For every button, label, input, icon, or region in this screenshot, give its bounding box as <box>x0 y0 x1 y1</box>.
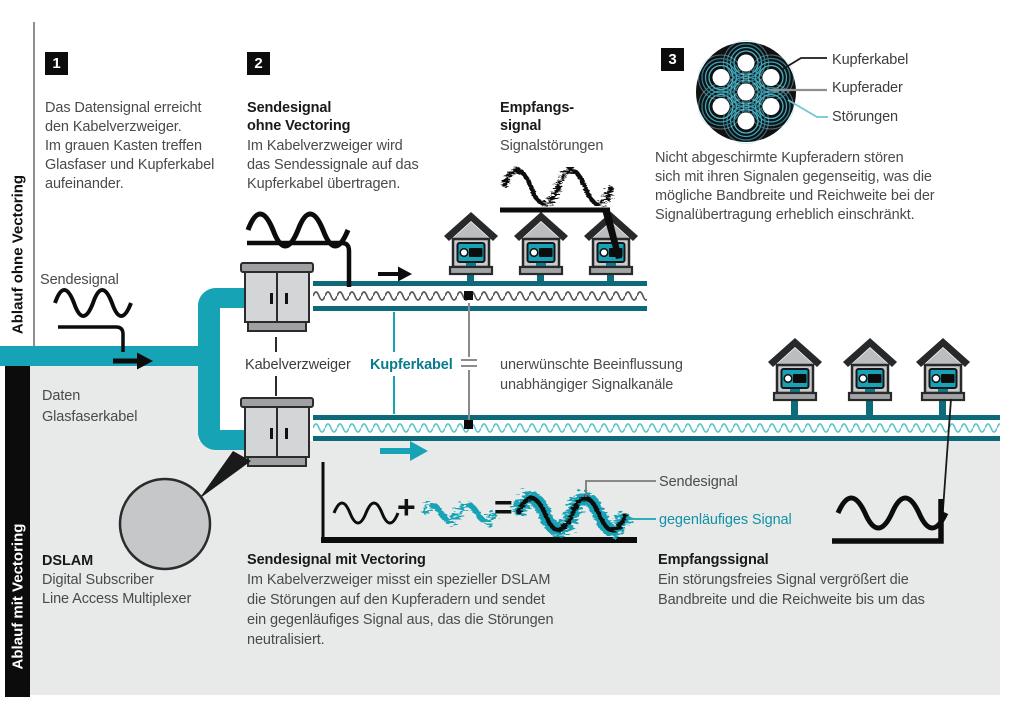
step-badge-1: 1 <box>45 52 68 75</box>
house-bottom-2 <box>842 336 898 420</box>
label-sendesignal-left: Sendesignal <box>40 272 119 288</box>
fiber-pipe-feed <box>0 346 206 366</box>
label-kupferkabel-mid: Kupferkabel <box>370 357 453 373</box>
vectoring-send-text: Im Kabelverzweiger misst ein spezieller … <box>247 572 554 648</box>
label-sendesignal-formula: Sendesignal <box>659 474 738 490</box>
vectoring-send-title: Sendesignal mit Vectoring <box>247 552 426 568</box>
dslam-text: Digital Subscriber Line Access Multiplex… <box>42 572 192 607</box>
cabinet-doors <box>244 408 310 458</box>
cabinet-base <box>247 458 307 467</box>
kabelverzweiger-cabinet-top <box>240 262 314 332</box>
stoerungen-callout-line <box>787 99 828 118</box>
fiber-pipe-split <box>198 288 246 450</box>
step-badge-3: 3 <box>661 48 684 71</box>
label-kabelverzweiger: Kabelverzweiger <box>245 357 351 373</box>
house-bottom-1 <box>767 336 823 420</box>
wire-cores <box>712 54 780 130</box>
copper-cable-ohne-vectoring <box>313 281 647 311</box>
house-bottom-3 <box>915 336 971 420</box>
step2-title: Sendesignal ohne Vectoring <box>247 100 351 134</box>
kupferkabel-callout-line <box>782 57 827 70</box>
crosstalk-connector <box>461 303 477 425</box>
reception-title: Empfangs- signal <box>500 100 575 134</box>
kabelverzweiger-cabinet-bottom <box>240 397 314 467</box>
cabinet-doors <box>244 273 310 323</box>
arrow-right-black-on-cable <box>378 266 412 282</box>
step1-text: Das Datensignal erreicht den Kabelverzwe… <box>45 100 215 192</box>
formula-plus-sign: + <box>397 489 416 525</box>
label-stoerungen-xsec: Störungen <box>832 109 899 125</box>
label-daten-glasfaser: Daten Glasfaserkabel <box>42 388 138 425</box>
wire-rings <box>698 40 794 144</box>
sendesignal-wave-small <box>53 288 133 352</box>
dslam-title: DSLAM <box>42 553 94 569</box>
label-kupferkabel-xsec: Kupferkabel <box>832 52 909 68</box>
label-kupferader-xsec: Kupferader <box>832 80 903 96</box>
cabinet-cap <box>240 397 314 408</box>
cable-cross-section <box>696 40 828 144</box>
left-divider-line <box>33 22 35 346</box>
formula-equals-sign: = <box>494 489 513 525</box>
reception-subtitle: Signalstörungen <box>500 138 604 154</box>
label-gegenlaeufiges-signal: gegenläufiges Signal <box>659 512 792 528</box>
sidebar-label-ohne-vectoring: Ablauf ohne Vectoring <box>9 174 27 335</box>
cabinet-cap <box>240 262 314 273</box>
step3-text: Nicht abgeschirmte Kupferadern stören si… <box>655 150 935 223</box>
step-badge-2: 2 <box>247 52 270 75</box>
step2-text: Im Kabelverzweiger wird das Sendessignal… <box>247 138 419 192</box>
vectoring-recv-title: Empfangssignal <box>658 552 769 568</box>
copper-cable-mit-vectoring <box>313 415 1000 441</box>
cabinet-base <box>247 323 307 332</box>
sidebar-label-mit-vectoring: Ablauf mit Vectoring <box>9 523 27 670</box>
crosstalk-text: unerwünschte Beeinflussung unabhängiger … <box>500 357 683 393</box>
vectoring-recv-text: Ein störungsfreies Signal vergrößert die… <box>658 572 925 608</box>
left-black-bar <box>5 364 30 697</box>
